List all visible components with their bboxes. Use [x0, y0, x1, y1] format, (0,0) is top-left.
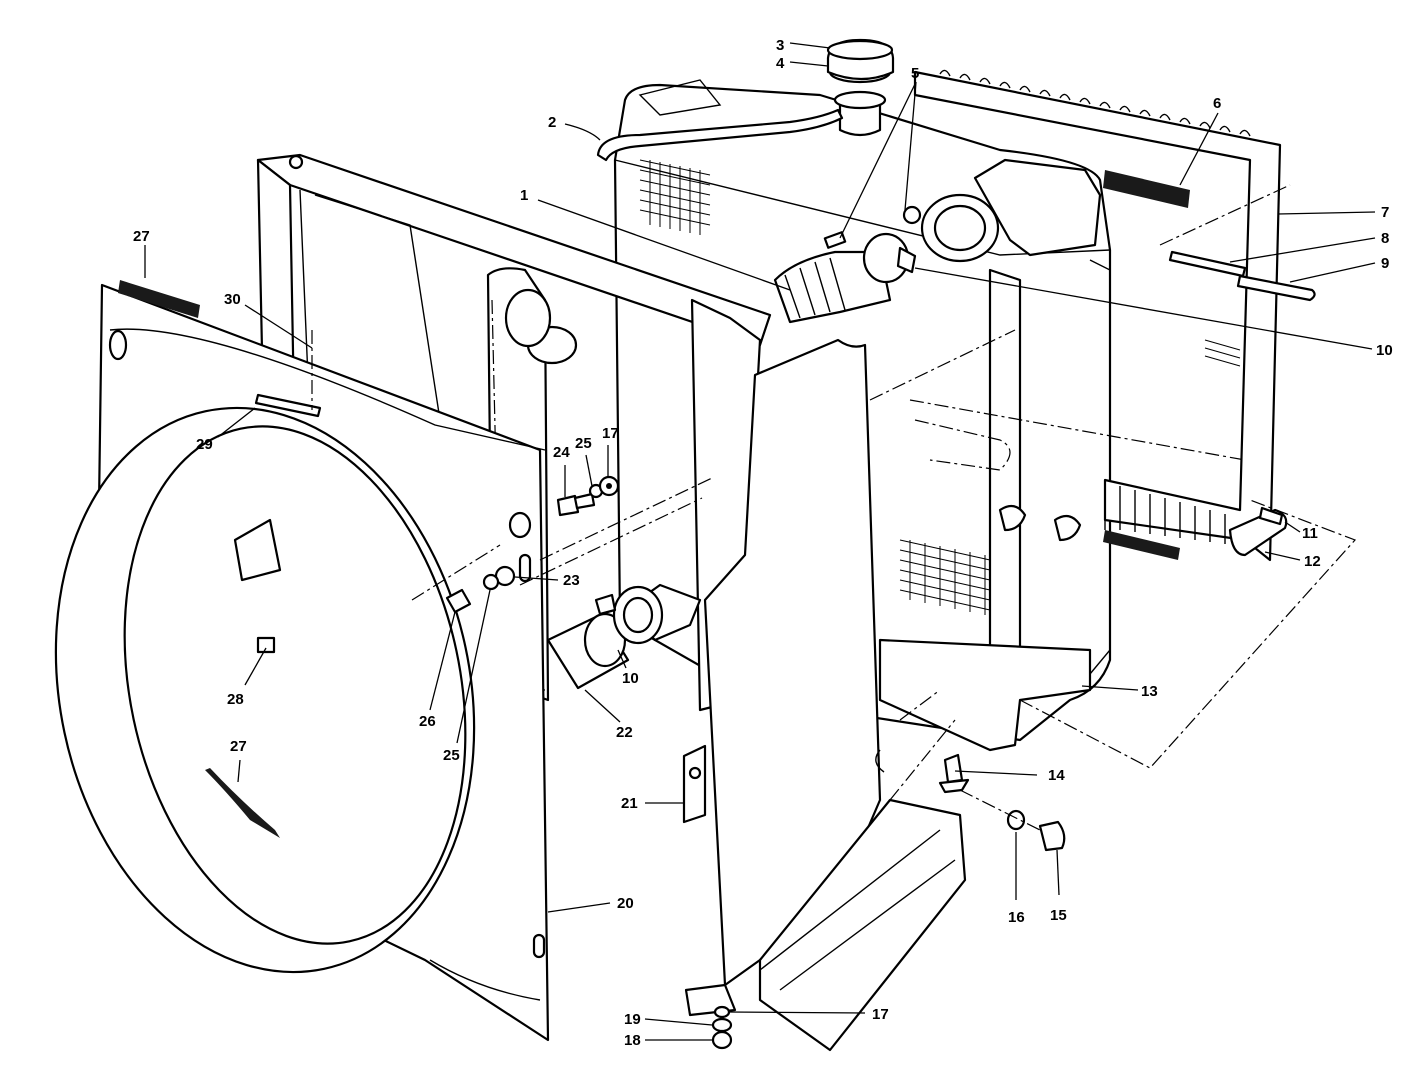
- washer-5: [902, 205, 922, 225]
- callout-27-bottom: 27: [230, 738, 247, 755]
- nut-18: [711, 1030, 733, 1050]
- outlet-neck: [920, 193, 1000, 263]
- callout-10-upper: 10: [1376, 342, 1393, 359]
- callout-22: 22: [616, 724, 633, 741]
- callout-6: 6: [1213, 95, 1221, 112]
- callout-15: 15: [1050, 907, 1067, 924]
- callout-25-lower: 25: [443, 747, 460, 764]
- callout-19: 19: [624, 1011, 641, 1028]
- bracket-21: [682, 744, 707, 824]
- callout-17-lower: 17: [872, 1006, 889, 1023]
- callout-27-top: 27: [133, 228, 150, 245]
- callout-24: 24: [553, 444, 570, 461]
- bolt-5: [823, 231, 847, 249]
- callout-4: 4: [776, 55, 785, 72]
- callout-30: 30: [224, 291, 241, 308]
- callout-8: 8: [1381, 230, 1389, 247]
- lower-hose: [546, 583, 702, 690]
- callout-1: 1: [520, 187, 528, 204]
- callout-13: 13: [1141, 683, 1158, 700]
- bolt-26: [445, 588, 472, 614]
- side-panel-right: [913, 69, 1282, 562]
- callout-21: 21: [621, 795, 638, 812]
- radiator-bottom-tank: [878, 638, 1092, 752]
- upper-hose: [773, 232, 917, 324]
- callout-16: 16: [1008, 909, 1025, 926]
- pin-8: [1168, 250, 1247, 278]
- washer-16: [1006, 809, 1026, 831]
- callout-10-lower: 10: [622, 670, 639, 687]
- filler-neck: [838, 98, 882, 137]
- callout-2: 2: [548, 114, 556, 131]
- leader-lines: [144, 42, 1376, 1041]
- callout-5: 5: [911, 65, 919, 82]
- side-baffle: [682, 338, 882, 987]
- callout-18: 18: [624, 1032, 641, 1049]
- overflow-hose: [596, 108, 844, 162]
- bolt-15: [1038, 820, 1066, 852]
- callout-9: 9: [1381, 255, 1389, 272]
- alignment-lines: [311, 184, 1357, 831]
- callout-29: 29: [196, 436, 213, 453]
- retainer-29: [254, 393, 322, 418]
- callout-23: 23: [563, 572, 580, 589]
- bolt-24: [556, 494, 580, 517]
- seal-strip-27-top: [118, 280, 200, 318]
- filler-neck-and-cap: [826, 38, 895, 137]
- callout-28: 28: [227, 691, 244, 708]
- callout-11: 11: [1302, 525, 1318, 542]
- callout-25-upper: 25: [575, 435, 592, 452]
- seal-strip-6: [1103, 170, 1190, 208]
- washer-19: [711, 1017, 733, 1033]
- radiator-core-fins: [639, 159, 991, 615]
- seal-strip-27-ring: [205, 768, 280, 838]
- bolt-11: [1258, 506, 1284, 526]
- fan-shroud: [54, 280, 550, 1042]
- hose-clamp-10-lower: [594, 593, 617, 616]
- drain-valve-14: [943, 753, 964, 784]
- seal-strip-lower: [1103, 530, 1180, 560]
- callout-17-upper: 17: [602, 425, 619, 442]
- callout-3: 3: [776, 37, 784, 54]
- radiator-outlet-boss: [973, 158, 1102, 257]
- rod-9: [1236, 274, 1316, 302]
- callout-20: 20: [617, 895, 634, 912]
- callout-26: 26: [419, 713, 436, 730]
- clip-28: [256, 636, 276, 654]
- callout-12: 12: [1304, 553, 1321, 570]
- callout-7: 7: [1381, 204, 1389, 221]
- hose-clamp-upper: [896, 246, 917, 274]
- callout-labels: 1 2 3 4 5 6 7 8 9 10 10 11 12 13 14 15 1…: [133, 37, 1393, 1049]
- callout-14: 14: [1048, 767, 1065, 784]
